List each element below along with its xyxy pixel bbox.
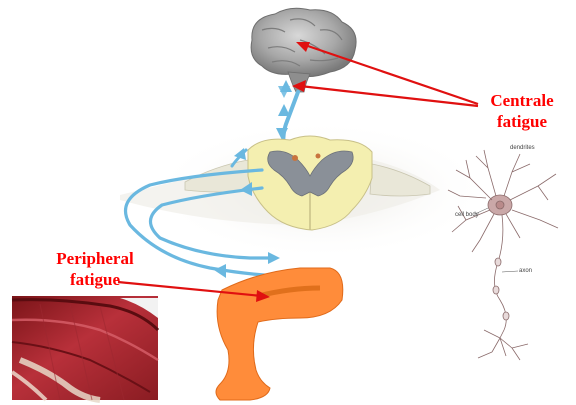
central-fatigue-label: Centrale fatigue bbox=[476, 90, 568, 132]
muscle-tissue-photo bbox=[12, 296, 158, 400]
peripheral-fatigue-label: Peripheral fatigue bbox=[40, 248, 150, 290]
neuron-dendrites-label: dendrites bbox=[510, 145, 535, 151]
leg-silhouette bbox=[216, 268, 343, 400]
central-fatigue-line1: Centrale bbox=[476, 90, 568, 111]
peripheral-fatigue-line1: Peripheral bbox=[40, 248, 150, 269]
brain-illustration bbox=[251, 8, 356, 92]
neuron-axon-label: axon bbox=[519, 268, 532, 274]
central-fatigue-line2: fatigue bbox=[476, 111, 568, 132]
neuron-cell-body-label: cell body bbox=[455, 212, 479, 218]
peripheral-fatigue-line2: fatigue bbox=[40, 269, 150, 290]
